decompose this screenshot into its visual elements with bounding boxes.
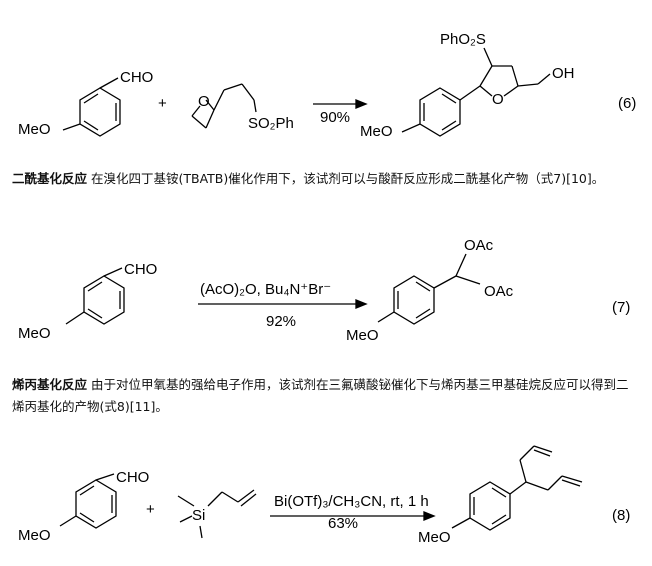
phenylsulfonyl-label: PhO₂S [440,31,486,48]
oac-label-top: OAc [464,237,494,254]
product-meo-label-8: MeO [418,529,451,546]
paragraph-diacylation: 二酰基化反应 在溴化四丁基铵(TBATB)催化作用下，该试剂可以与酸酐反应形成二… [12,168,640,190]
allyltrimethylsilane-structure [177,489,257,539]
reagent-label-7: (AcO)₂O, Bu₄N⁺Br⁻ [200,281,331,298]
oac-label-bottom: OAc [484,283,514,300]
scheme-7: CHO MeO (AcO)₂O, Bu₄N⁺Br⁻ 92% OAc OAc Me… [18,237,630,344]
tetrahydrofuran-product-structure [401,47,551,137]
anisaldehyde-structure-7 [65,267,125,325]
cho-label-7: CHO [124,261,157,278]
product-meo-label-7: MeO [346,327,379,344]
equation-number-7: (7) [612,299,630,316]
scheme-8: CHO MeO + Si Bi(OTf)₃/CH₃CN, rt, 1 h 63% [18,445,630,546]
silicon-label: Si [192,507,205,524]
diacetate-product-structure [377,253,481,325]
allylation-title: 烯丙基化反应 [12,377,88,392]
meo-label: MeO [18,121,51,138]
diacylation-title: 二酰基化反应 [12,171,88,186]
paragraph-allylation: 烯丙基化反应 由于对位甲氧基的强给电子作用，该试剂在三氟磺酸铋催化下与烯丙基三甲… [12,374,640,418]
arrow-head-6 [355,99,368,109]
plus-sign-8: + [146,501,155,518]
yield-label-6: 90% [320,109,350,126]
reagent-label-8: Bi(OTf)₃/CH₃CN, rt, 1 h [274,493,429,510]
equation-number-6: (6) [618,95,636,112]
allylation-text: 由于对位甲氧基的强给电子作用，该试剂在三氟磺酸铋催化下与烯丙基三甲基硅烷反应可以… [12,377,629,414]
meo-label-7: MeO [18,325,51,342]
anisaldehyde-structure-6 [62,77,121,137]
bisallyl-product-structure [451,445,583,531]
ring-oxygen: O [492,91,504,108]
epoxide-sulfone-structure [191,83,257,129]
cho-label: CHO [120,69,153,86]
diacylation-text: 在溴化四丁基铵(TBATB)催化作用下，该试剂可以与酸酐反应形成二酰基化产物（式… [87,171,605,186]
product-meo-label: MeO [360,123,393,140]
epoxide-oxygen: O [198,93,210,110]
yield-label-7: 92% [266,313,296,330]
oh-label: OH [552,65,575,82]
sulfone-label: SO₂Ph [248,115,294,132]
yield-label-8: 63% [328,515,358,532]
arrow-head-8 [423,511,436,521]
meo-label-8: MeO [18,527,51,544]
plus-sign: + [158,95,167,112]
scheme-6: CHO MeO + O SO₂Ph 90% [18,31,636,140]
equation-number-8: (8) [612,507,630,524]
arrow-head-7 [355,299,368,309]
cho-label-8: CHO [116,469,149,486]
anisaldehyde-structure-8 [59,473,117,529]
